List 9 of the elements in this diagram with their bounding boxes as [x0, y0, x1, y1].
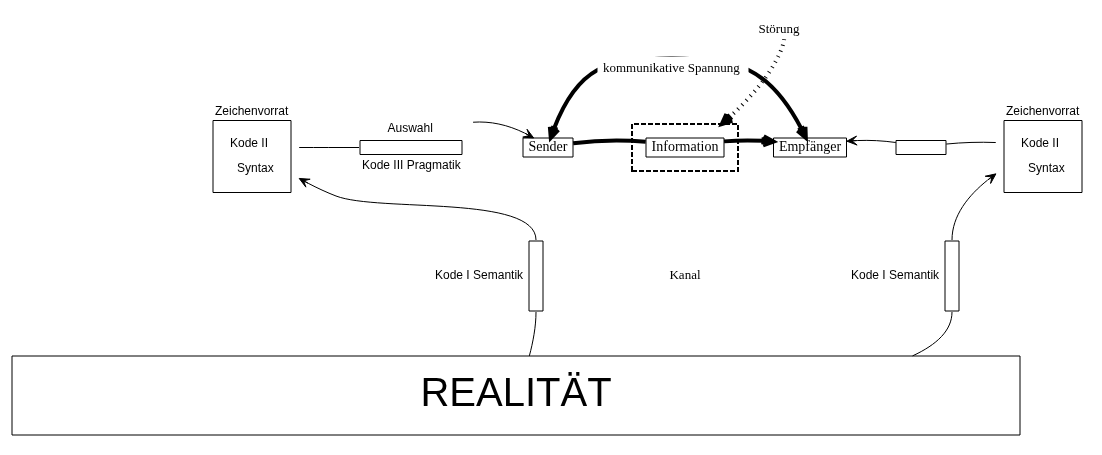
- node-label: Kode III Pragmatik: [362, 157, 461, 172]
- node-label: Zeichenvorrat: [215, 103, 289, 118]
- edge-label: kommunikative Spannung: [603, 59, 740, 75]
- node-label: Zeichenvorrat: [1006, 103, 1080, 118]
- node-label: Kode I Semantik: [435, 267, 524, 282]
- label: Kanal: [669, 266, 701, 282]
- node-label: Kode I Semantik: [851, 267, 940, 282]
- node-text: Störung: [758, 20, 800, 36]
- node-label: Auswahl: [387, 120, 433, 135]
